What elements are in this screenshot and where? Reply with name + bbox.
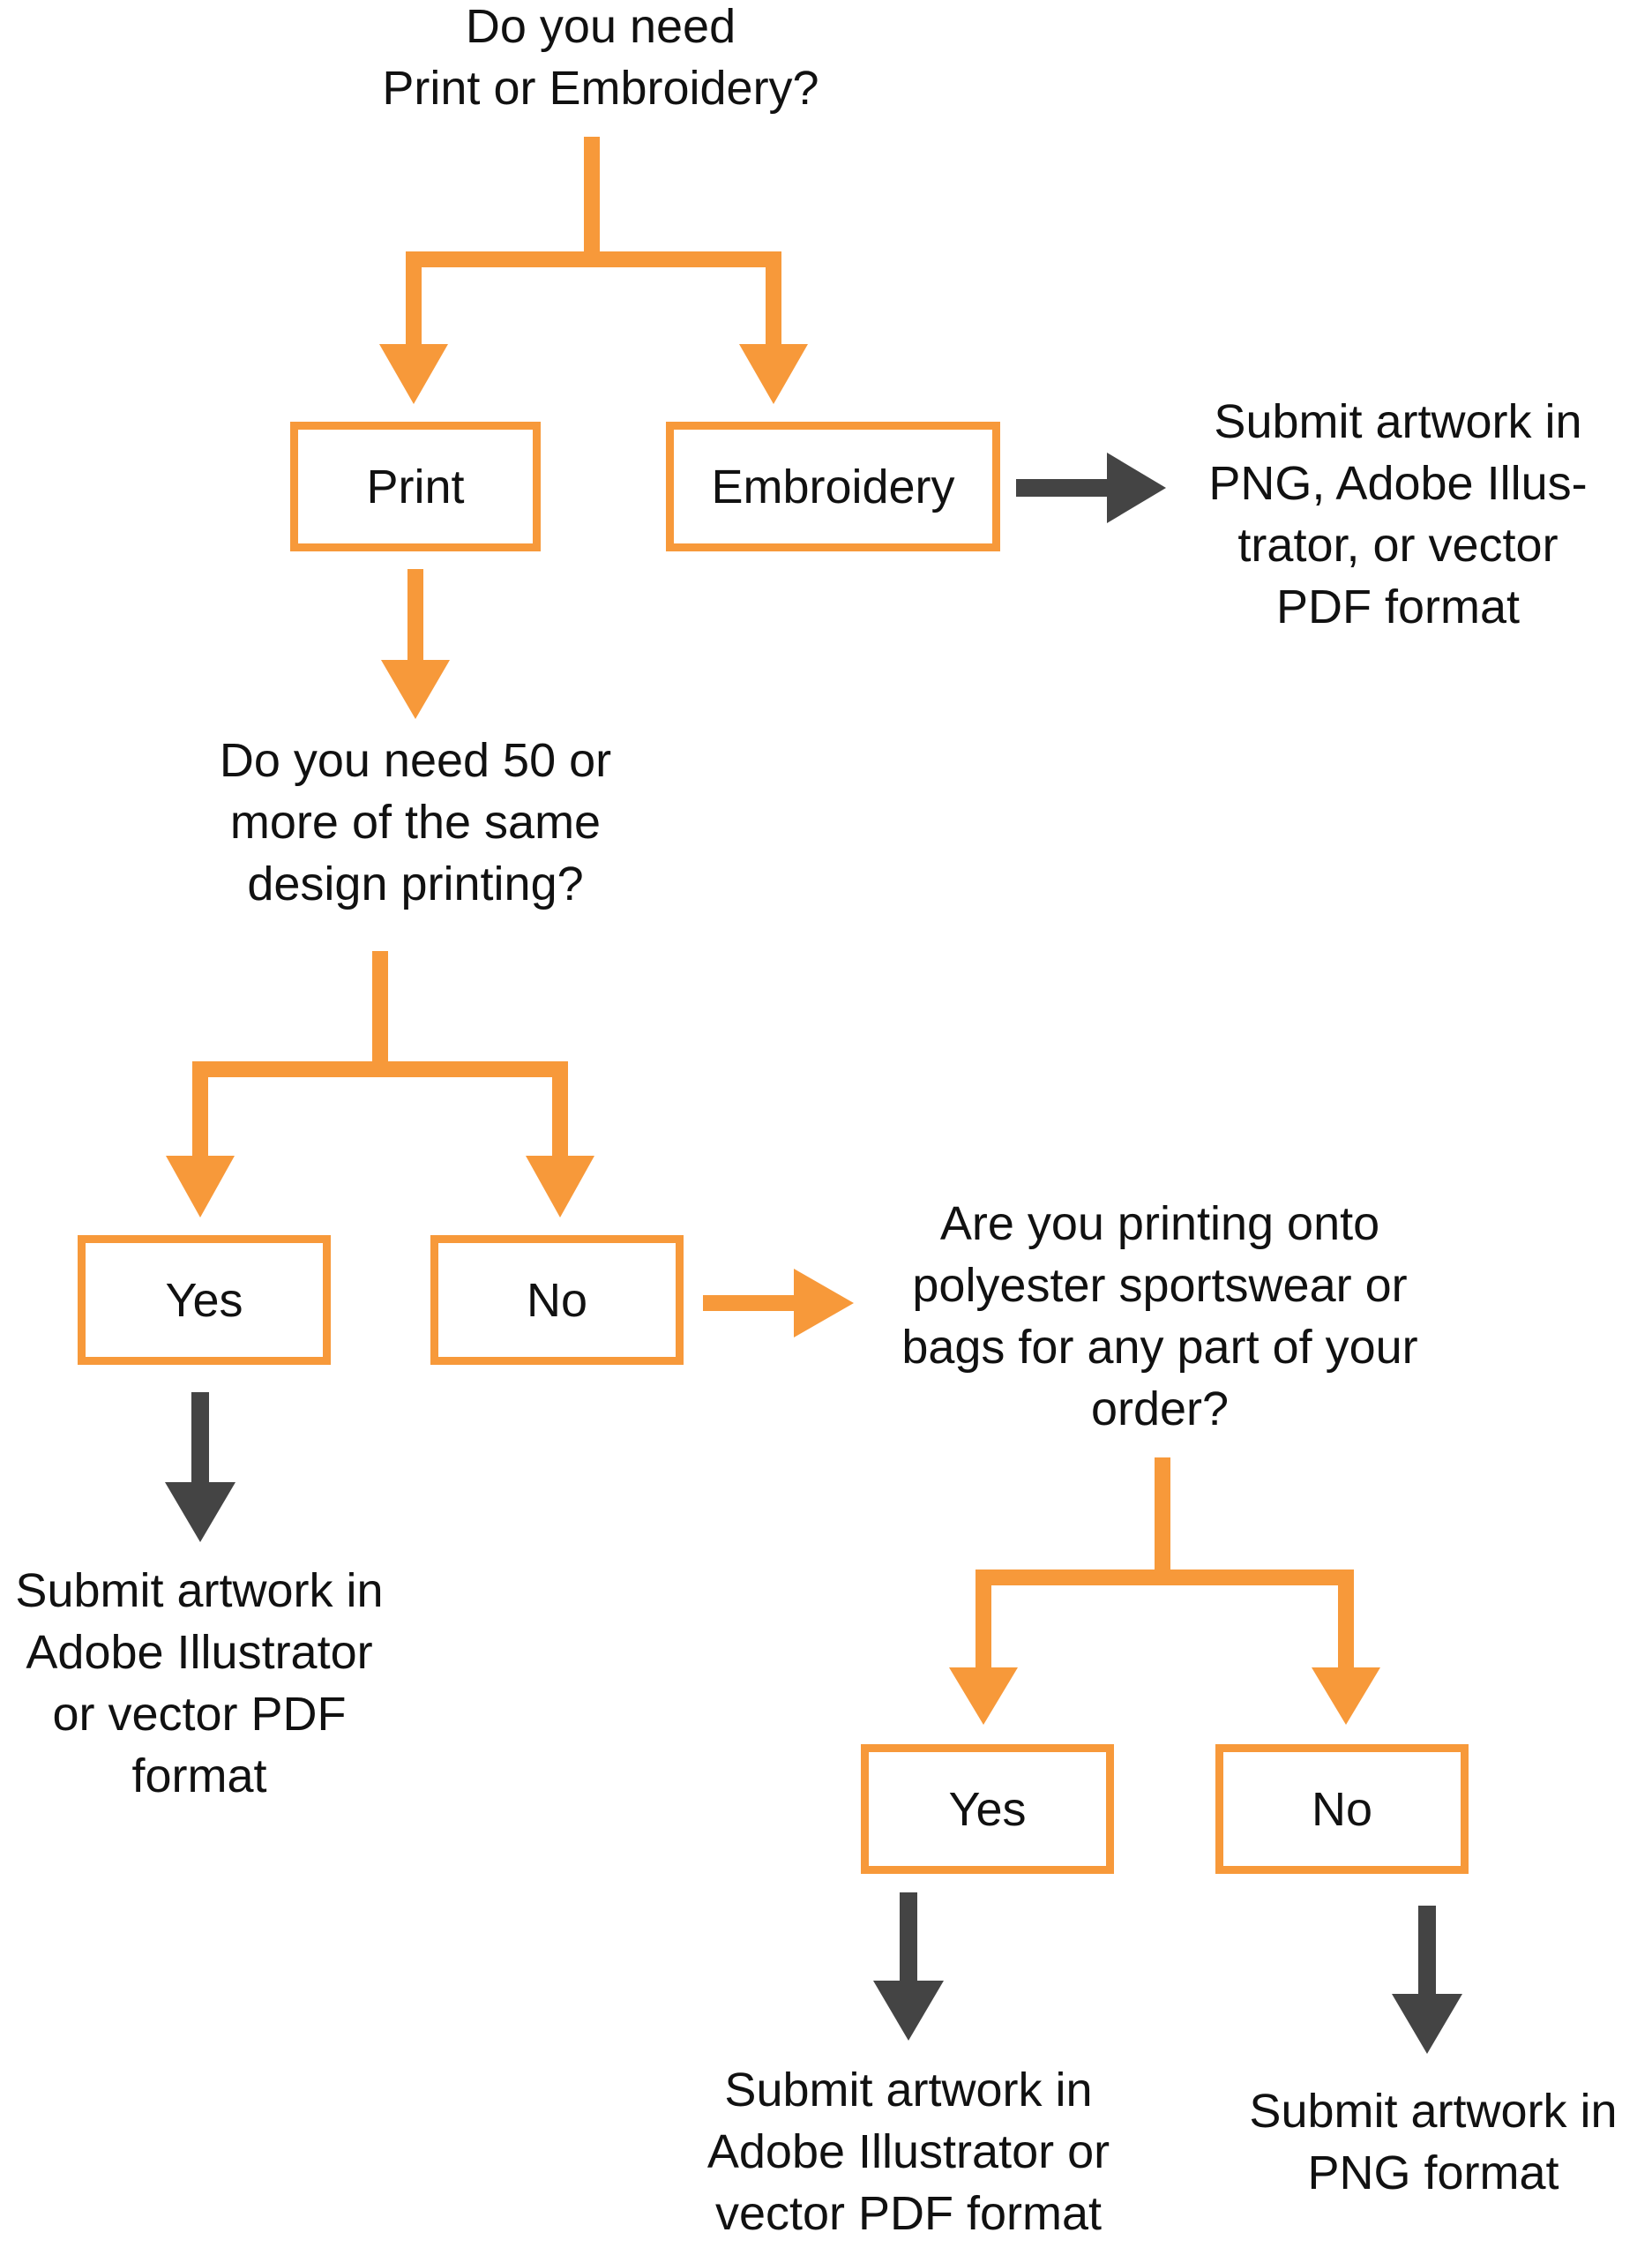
arrowhead-to-polyester-no <box>1312 1667 1380 1725</box>
method-question: Do you need Print or Embroidery? <box>382 0 819 115</box>
polyester-yes-outcome-text: Submit artwork in Adobe Illustrator or v… <box>706 2064 1110 2240</box>
arrowhead-to-polyester-no-outcome <box>1392 1994 1462 2054</box>
polyester-split-connector <box>976 1457 1354 1676</box>
bulk-print-outcome-text: Submit artwork in Adobe Illustrator or v… <box>15 1564 384 1802</box>
arrowhead-to-embroidery-outcome <box>1107 453 1166 523</box>
arrowhead-to-quantity-yes <box>166 1156 235 1217</box>
polyester-question: Are you printing onto polyester sportswe… <box>901 1197 1418 1435</box>
quantity-split-connector <box>192 951 568 1165</box>
quantity-yes-box: Yes <box>78 1235 331 1365</box>
arrowhead-to-polyester-yes-outcome <box>873 1981 944 2041</box>
arrowhead-to-bulk-print-outcome <box>165 1482 235 1542</box>
arrowhead-to-embroidery <box>739 344 808 404</box>
arrowhead-to-quantity-question <box>381 660 450 719</box>
arrowhead-to-print <box>379 344 448 404</box>
polyester-yes-box: Yes <box>861 1744 1114 1874</box>
quantity-no-box: No <box>430 1235 684 1365</box>
print-option-box: Print <box>290 422 541 551</box>
arrowhead-to-quantity-no <box>526 1156 594 1217</box>
polyester-no-outcome-text: Submit artwork in PNG format <box>1249 2085 1618 2199</box>
polyester-no-box: No <box>1215 1744 1469 1874</box>
arrowhead-to-polyester-question <box>794 1269 854 1337</box>
method-split-connector <box>406 137 781 348</box>
arrowhead-to-polyester-yes <box>949 1667 1018 1725</box>
quantity-question: Do you need 50 or more of the same desig… <box>219 734 612 910</box>
embroidery-option-box: Embroidery <box>666 422 1000 551</box>
embroidery-outcome-text: Submit artwork in PNG, Adobe Illus- trat… <box>1208 395 1588 633</box>
